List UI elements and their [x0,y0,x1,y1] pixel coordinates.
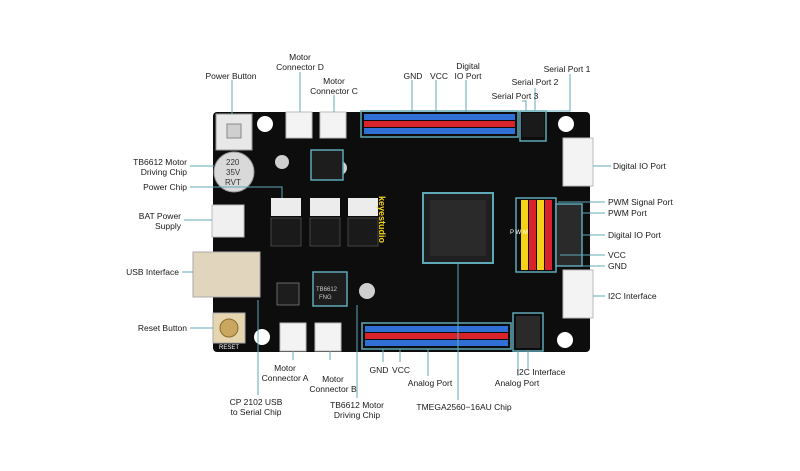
motor-connector-d [285,111,313,139]
chip-silk-2: FNG [319,295,332,301]
label-power-chip: Power Chip [143,182,187,192]
capacitor-top [213,151,255,193]
tb6612-chip-top [310,149,344,181]
capacitor-text-3: RVT [225,178,241,187]
label-digital-io-right: Digital IO Port [608,230,661,240]
label-serial-port-3: Serial Port 3 [491,91,539,101]
pwm-silk: P W M [510,230,528,236]
label-mega-chip: TMEGA2560−16AU Chip [416,402,512,412]
callout-lines [182,72,611,400]
mount-hole-bl [254,329,270,345]
label-gnd-bottom: GND [369,365,389,375]
label-analog-port-right: Analog Port [494,378,540,388]
capacitor-text-2: 35V [226,168,241,177]
label-gnd-right: GND [608,261,627,271]
capacitor-text-1: 220 [226,158,240,167]
label-gnd-top: GND [403,71,423,81]
label-reset-button: Reset Button [137,323,187,333]
chip-silk-1: TB6612 [316,287,338,293]
mount-hole-br [557,332,573,348]
usb-connector [192,251,261,298]
label-pwm-port: PWM Port [608,208,647,218]
label-usb-interface: USB Interface [126,267,179,277]
brand-logo-text: keyestudio [377,196,387,244]
power-chip-group [270,198,379,247]
label-pwm-signal-port: PWM Signal Port [608,197,673,207]
label-digital-io-right-top: Digital IO Port [613,161,666,171]
label-vcc-bottom: VCC [392,365,410,375]
mount-hole-tr [558,116,574,132]
bottom-header-outline [361,322,512,350]
motor-connector-b [314,322,342,352]
mount-hole-tl [257,116,273,132]
label-serial-port-1: Serial Port 1 [543,64,591,74]
motor-connector-a [279,322,307,352]
label-power-button: Power Button [205,71,257,81]
label-serial-port-2: Serial Port 2 [511,77,559,87]
pcb-board [213,112,590,352]
cp2102-chip [276,282,300,306]
reset-silk: RESET [219,345,240,351]
bat-power-connector [211,204,245,238]
top-header-outline [360,110,519,138]
label-i2c-interface-right: I2C Interface [608,291,657,301]
tb6612-chip-bottom [312,271,348,307]
motor-connector-c [319,111,347,139]
digital-io-connector [562,137,594,187]
label-i2c-interface-bottom: I2C Interface [516,367,566,377]
label-vcc-right: VCC [608,250,626,260]
label-analog-port-bottom: Analog Port [407,378,453,388]
label-vcc-top: VCC [430,71,448,81]
i2c-connector-right [562,269,594,319]
